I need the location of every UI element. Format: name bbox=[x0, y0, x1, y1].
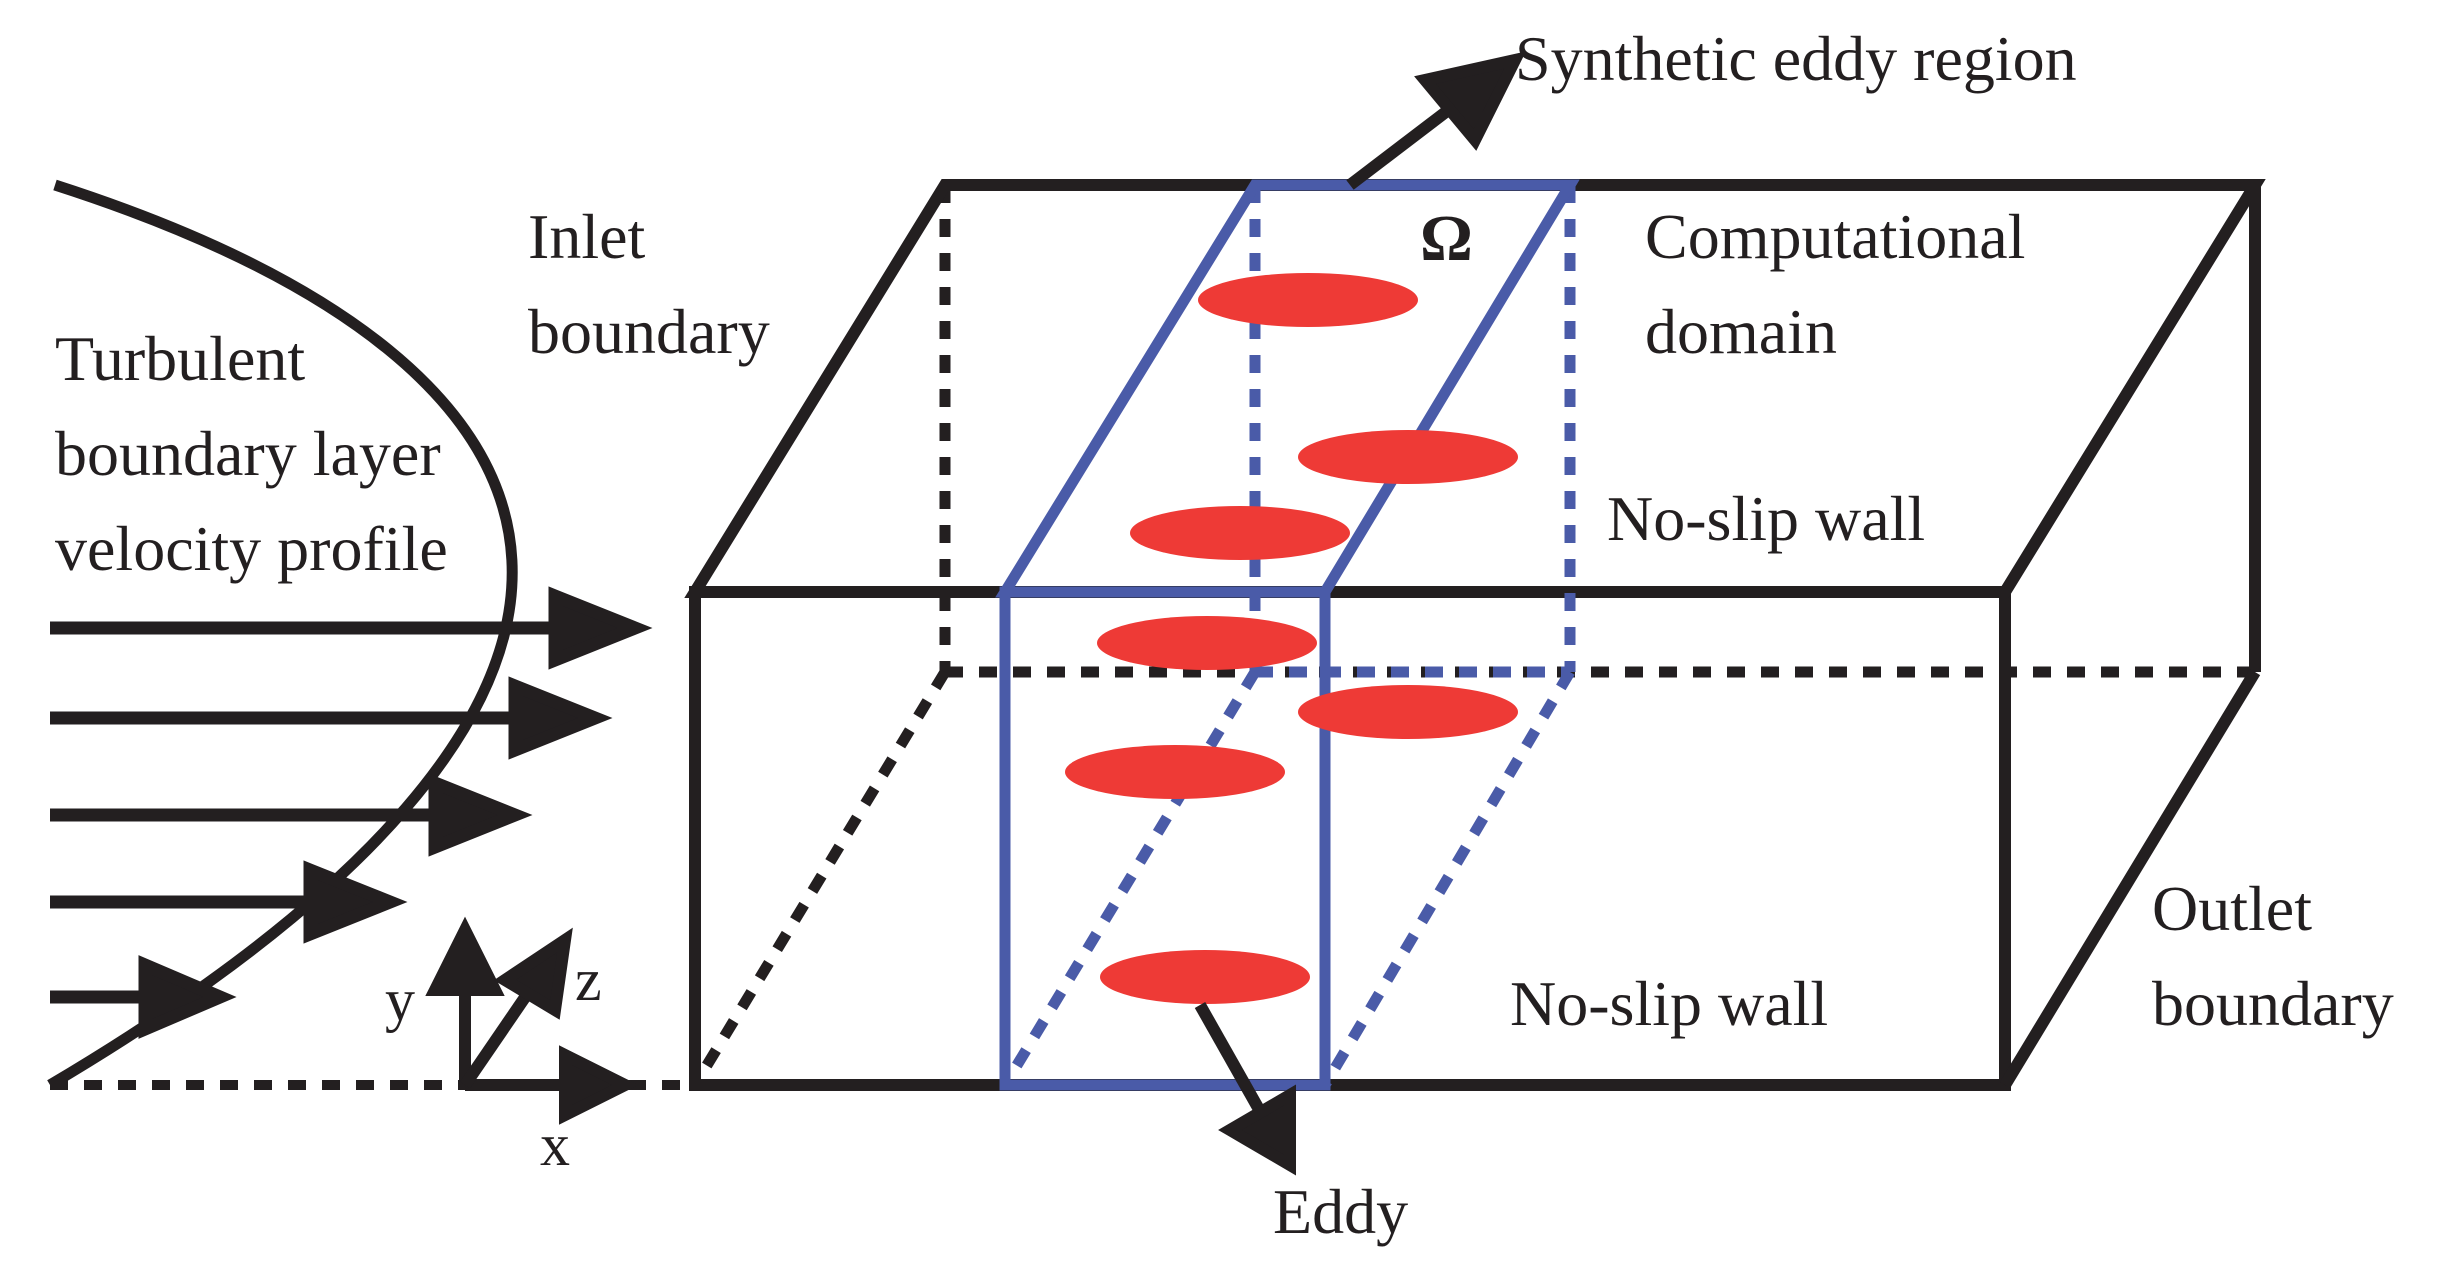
inlet-label-line-1: Inlet bbox=[528, 201, 646, 272]
visible-edges bbox=[684, 179, 2266, 1091]
no-slip-wall-top-label: No-slip wall bbox=[1607, 483, 1925, 554]
axis-y-label: y bbox=[385, 967, 415, 1033]
computational-domain-box bbox=[684, 179, 2266, 1091]
profile-label-line-3: velocity profile bbox=[55, 513, 448, 584]
synthetic-region-pointer bbox=[1346, 100, 1459, 190]
axis-z-line bbox=[460, 986, 535, 1089]
eddy-pointer bbox=[1194, 1002, 1271, 1123]
eddy bbox=[1298, 430, 1518, 484]
synthetic-eddy-region bbox=[995, 179, 1580, 1091]
eddy-label: Eddy bbox=[1273, 1176, 1408, 1247]
velocity-arrowhead bbox=[508, 676, 613, 760]
pointer-arrows bbox=[1194, 51, 1527, 1176]
eddy bbox=[1130, 506, 1350, 560]
region-visible-edges bbox=[995, 179, 1580, 1091]
eddy bbox=[1298, 685, 1518, 739]
eddy-pointer-head bbox=[1218, 1084, 1296, 1176]
computational-domain-line-1: Computational bbox=[1645, 201, 2025, 272]
eddies bbox=[1065, 273, 1518, 1004]
outlet-label-line-2: boundary bbox=[2152, 968, 2394, 1039]
eddy bbox=[1198, 273, 1418, 327]
axis-x-head bbox=[559, 1045, 639, 1125]
outlet-label: Outlet boundary bbox=[2152, 873, 2394, 1039]
computational-domain-label: Computational domain bbox=[1645, 201, 2025, 367]
axis-z-label: z bbox=[575, 947, 602, 1013]
computational-domain-line-2: domain bbox=[1645, 296, 1837, 367]
velocity-arrowhead bbox=[428, 773, 533, 857]
synthetic-region-label: Synthetic eddy region bbox=[1515, 23, 2077, 94]
axis-x-label: x bbox=[540, 1112, 570, 1178]
coordinate-axes bbox=[425, 916, 639, 1125]
axis-y-head bbox=[425, 916, 505, 996]
omega-symbol: Ω bbox=[1420, 202, 1473, 275]
velocity-arrows bbox=[50, 586, 653, 1039]
region-front-face bbox=[999, 586, 1331, 1091]
velocity-profile-curve bbox=[47, 179, 518, 1090]
bottom-right-edge bbox=[1999, 668, 2261, 1089]
eddy bbox=[1100, 950, 1310, 1004]
profile-label: Turbulent boundary layer velocity profil… bbox=[55, 323, 448, 584]
hidden-edges bbox=[690, 185, 2255, 1088]
profile-label-line-1: Turbulent bbox=[55, 323, 305, 394]
eddy bbox=[1065, 745, 1285, 799]
velocity-arrowhead bbox=[138, 955, 237, 1039]
velocity-arrowhead bbox=[303, 860, 408, 944]
no-slip-wall-bottom-label: No-slip wall bbox=[1510, 968, 1828, 1039]
inlet-label: Inlet boundary bbox=[528, 201, 770, 367]
eddy bbox=[1097, 616, 1317, 670]
profile-label-line-2: boundary layer bbox=[55, 418, 441, 489]
synthetic-region-pointer-head bbox=[1414, 51, 1527, 151]
velocity-profile bbox=[47, 179, 653, 1090]
velocity-arrowhead bbox=[548, 586, 653, 670]
outlet-label-line-1: Outlet bbox=[2152, 873, 2312, 944]
axis-z-head bbox=[493, 927, 573, 1020]
region-hidden-edges bbox=[1000, 185, 1576, 1088]
inlet-label-line-2: boundary bbox=[528, 296, 770, 367]
